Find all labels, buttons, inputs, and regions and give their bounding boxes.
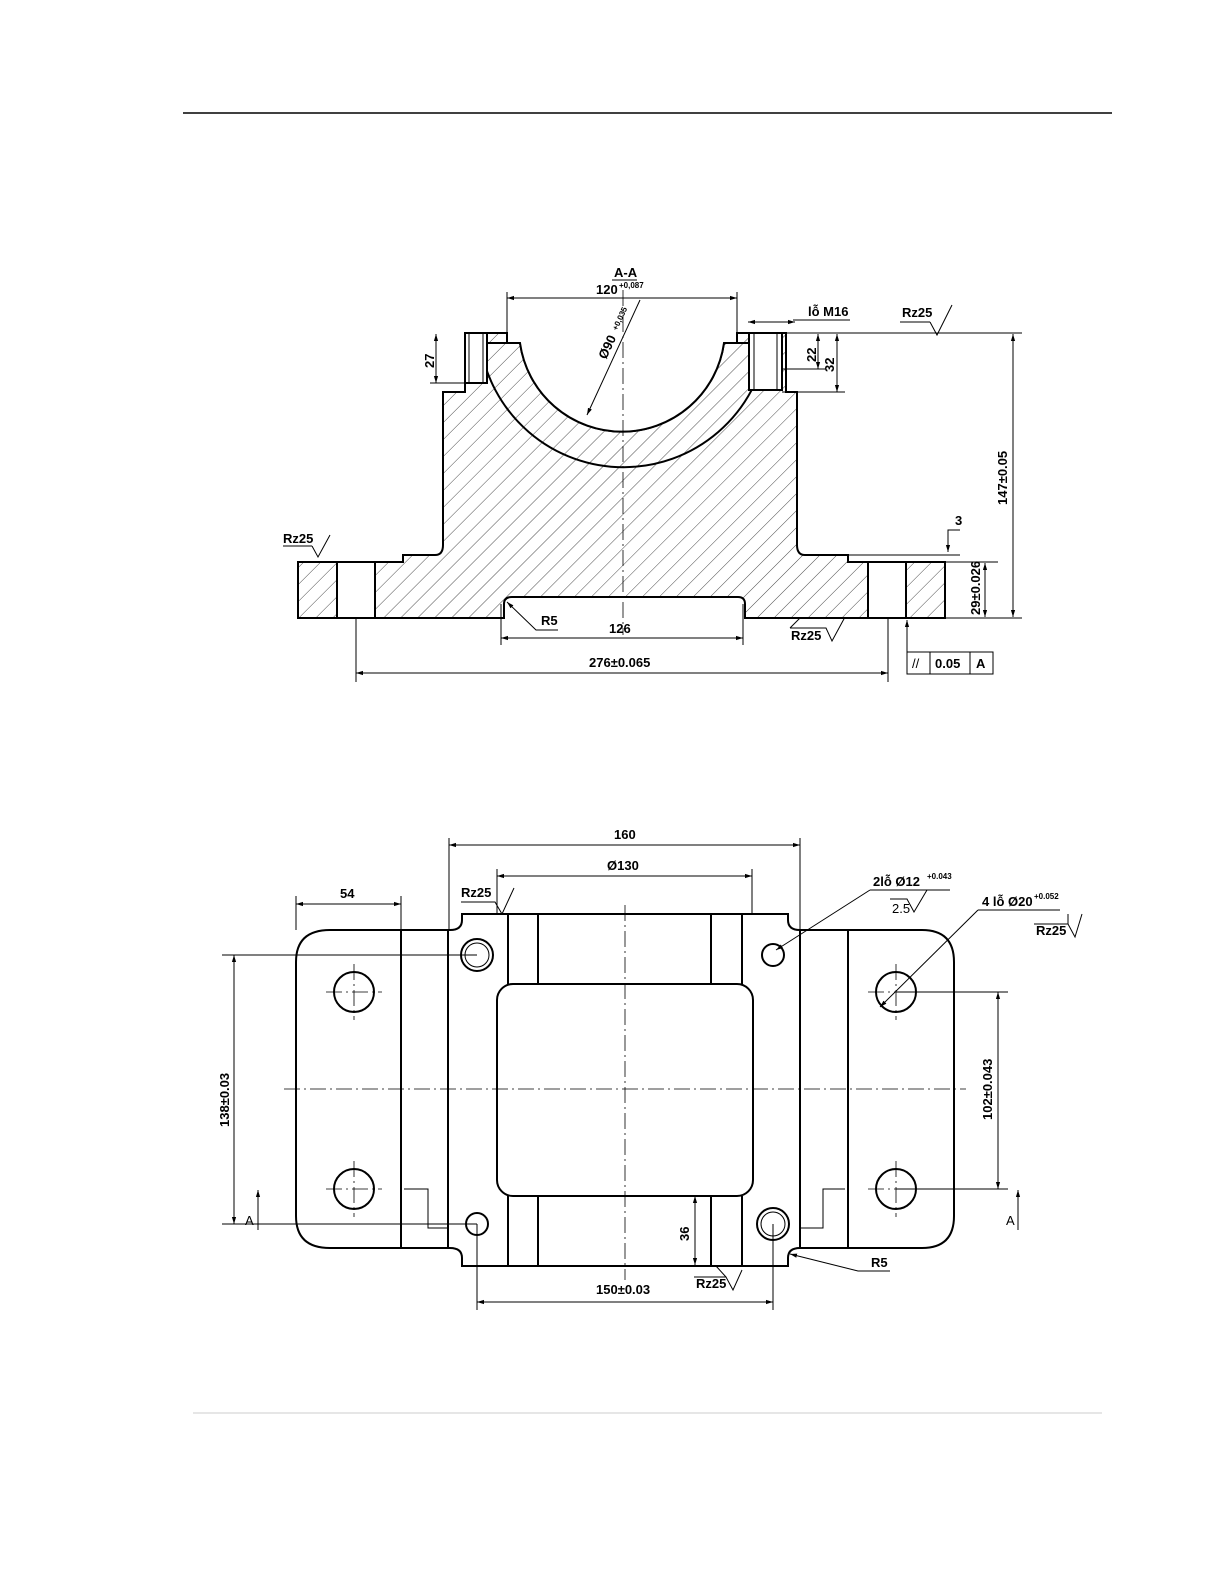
section-title: A-A bbox=[614, 265, 638, 280]
dim-130: Ø130 bbox=[607, 858, 639, 873]
width-dim: 120 bbox=[596, 282, 618, 297]
tolerance-frame: // 0.05 A bbox=[907, 620, 993, 674]
plan-view: 160 Ø130 54 Rz25 2lỗ Ø12 +0.043 2.5 4 lỗ… bbox=[217, 827, 1082, 1310]
threaded-hole-left bbox=[465, 333, 487, 383]
dim-160: 160 bbox=[614, 827, 636, 842]
hole-large-tl bbox=[326, 964, 382, 1020]
dim-138: 138±0.03 bbox=[217, 1073, 232, 1127]
rz-right: Rz25 bbox=[1036, 923, 1066, 938]
rz-top-right: Rz25 bbox=[902, 305, 932, 320]
hole-small-depth: 2.5 bbox=[892, 901, 910, 916]
hole-small-label: 2lỗ Ø12 bbox=[873, 874, 920, 889]
radius-r5: R5 bbox=[541, 613, 558, 628]
depth-22: 22 bbox=[804, 348, 819, 362]
thread-note: lỗ M16 bbox=[808, 304, 848, 319]
base-hole-left bbox=[337, 562, 375, 618]
datum-right: A bbox=[1006, 1213, 1015, 1228]
slot-126: 126 bbox=[609, 621, 631, 636]
rz-left: Rz25 bbox=[283, 531, 313, 546]
base-height: 29±0.026 bbox=[968, 561, 983, 615]
section-view: A-A 120 +0,087 Ø90 +0,035 lỗ M16 Rz25 27… bbox=[283, 265, 1022, 682]
hole-large-bl bbox=[326, 1161, 382, 1217]
rz-top: Rz25 bbox=[461, 885, 491, 900]
span-276: 276±0.065 bbox=[589, 655, 650, 670]
dim-150: 150±0.03 bbox=[596, 1282, 650, 1297]
dim-36: 36 bbox=[677, 1227, 692, 1241]
step-3: 3 bbox=[955, 513, 962, 528]
rz-bottom: Rz25 bbox=[791, 628, 821, 643]
hole-large-tol: +0.052 bbox=[1034, 892, 1059, 901]
depth-32: 32 bbox=[822, 358, 837, 372]
height-147: 147±0.05 bbox=[995, 451, 1010, 505]
hole-large-label: 4 lỗ Ø20 bbox=[982, 894, 1033, 909]
radius-r5-plan: R5 bbox=[871, 1255, 888, 1270]
tolerance-value: 0.05 bbox=[935, 656, 960, 671]
depth-27: 27 bbox=[422, 354, 437, 368]
dim-102: 102±0.043 bbox=[980, 1059, 995, 1120]
datum-left: A bbox=[245, 1213, 254, 1228]
base-hole-right bbox=[868, 562, 906, 618]
width-tol: +0,087 bbox=[619, 281, 644, 290]
rz-bottom-plan: Rz25 bbox=[696, 1276, 726, 1291]
tolerance-datum: A bbox=[976, 656, 986, 671]
tolerance-symbol: // bbox=[912, 656, 920, 671]
hole-small-tol: +0.043 bbox=[927, 872, 952, 881]
dim-54: 54 bbox=[340, 886, 355, 901]
